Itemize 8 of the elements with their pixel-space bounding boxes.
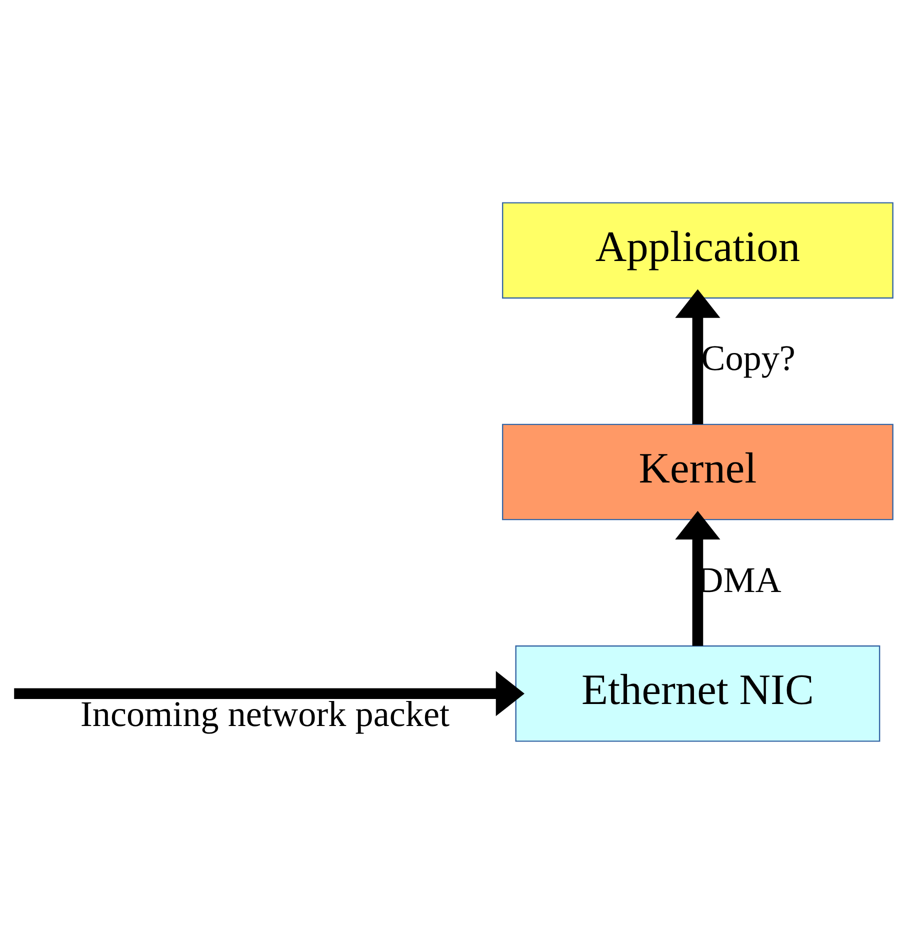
arrow [675, 510, 720, 646]
node-box: Application [502, 202, 894, 299]
arrow [675, 289, 720, 424]
edge-label: Copy? [701, 338, 796, 378]
arrow [14, 671, 524, 716]
node-box: Kernel [502, 424, 894, 520]
edge-label: Incoming network packet [80, 694, 450, 734]
node-box: Ethernet NIC [515, 645, 880, 742]
